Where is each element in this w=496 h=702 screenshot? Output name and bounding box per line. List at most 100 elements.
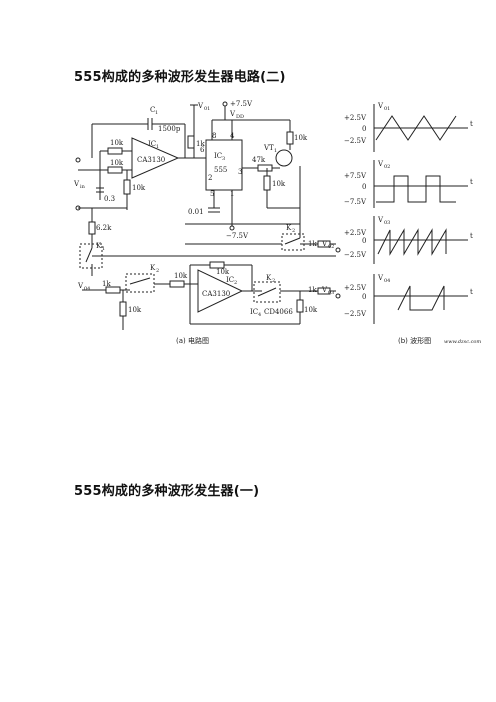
r-label: 10k — [132, 184, 146, 192]
panel-bot: −2.5V — [344, 137, 367, 145]
k2-sub: 2 — [272, 278, 275, 284]
r-label: 1k — [308, 286, 317, 294]
k1-label: K — [96, 242, 102, 250]
r-label: 10k — [304, 306, 318, 314]
panel-bot: −7.5V — [344, 198, 367, 206]
ic2-label: IC — [226, 276, 234, 284]
r-label: 47k — [252, 156, 266, 164]
panel-bot: −2.5V — [344, 310, 367, 318]
r-label: 6.2k — [96, 224, 112, 232]
panel-mid: 0 — [362, 183, 366, 191]
pin-label: 8 — [212, 132, 216, 140]
vt1-label: VT — [263, 144, 274, 152]
ic1-label: IC — [148, 140, 156, 148]
waveform-caption: (b) 波形图 — [398, 336, 431, 345]
circuit-labels: C 1 1500p IC 1 CA3130 10k 10k 10k 0.3 V … — [73, 100, 334, 345]
v04-ramp-wave — [397, 285, 445, 311]
v01-sub: 01 — [204, 106, 210, 112]
vdd-sub: DD — [236, 114, 244, 120]
c1-value: 1500p — [158, 125, 181, 133]
r-label: 10k — [272, 180, 286, 188]
panel-bot: −2.5V — [344, 251, 367, 259]
time-axis-label: t — [470, 288, 473, 296]
minus-supply-label: −7.5V — [226, 232, 249, 240]
time-axis-label: t — [470, 178, 473, 186]
panel-top: +2.5V — [344, 229, 367, 237]
ic2-opamp — [197, 269, 244, 313]
ic3-sub: 3 — [222, 156, 225, 162]
vt1-sub: 1 — [274, 148, 277, 154]
k2-sub: 2 — [156, 268, 159, 274]
panel-top: +7.5V — [344, 172, 367, 180]
k1-sub: 1 — [102, 246, 105, 252]
panel-name: V — [377, 274, 384, 282]
ic1-part: CA3130 — [137, 156, 165, 164]
waveform-labels: V 01 +2.5V 0 −2.5V V 02 +7.5V 0 −7.5V V … — [344, 102, 481, 345]
ic2-part: CA3130 — [202, 290, 230, 298]
v01-triangle-wave — [375, 115, 457, 141]
v02-square-wave — [376, 175, 456, 203]
r-label: 10k — [174, 272, 188, 280]
panel-name: V — [377, 102, 384, 110]
v01-label: V — [197, 102, 204, 110]
ic2-sub: 2 — [234, 280, 237, 286]
watermark: www.dzsc.com — [444, 339, 481, 345]
panel-top: +2.5V — [344, 284, 367, 292]
pin-label: 3 — [238, 168, 242, 176]
panel-sub: 01 — [384, 106, 390, 112]
vt1-transistor — [275, 149, 293, 167]
plus-supply-label: +7.5V — [230, 100, 253, 108]
cap-label: 0.3 — [104, 195, 115, 203]
cap-label: 0.01 — [188, 208, 204, 216]
time-axis-label: t — [470, 232, 473, 240]
document-heading-1: 555构成的多种波形发生器电路(二) — [74, 70, 286, 85]
ic3-label: IC — [214, 152, 222, 160]
k2-label: K — [266, 274, 272, 282]
pin-label: 5 — [210, 190, 214, 198]
panel-mid: 0 — [362, 125, 366, 133]
r-label: 1k — [308, 240, 317, 248]
panel-name: V — [377, 216, 384, 224]
v02-sub: 02 — [328, 244, 334, 250]
pin-label: 6 — [200, 146, 205, 154]
document-heading-2: 555构成的多种波形发生器(一) — [74, 484, 260, 499]
ic1-sub: 1 — [156, 144, 159, 150]
waveform-panels — [373, 104, 468, 324]
circuit-caption: (a) 电路图 — [176, 336, 209, 345]
ic4-sub: 4 — [258, 312, 261, 318]
r-label: 10k — [216, 268, 230, 276]
ic4-part: CD4066 — [264, 308, 293, 316]
panel-sub: 03 — [384, 220, 390, 226]
panel-mid: 0 — [362, 293, 366, 301]
v04-label: V — [77, 282, 84, 290]
ic4-label: IC — [250, 308, 258, 316]
vin-label: V — [73, 180, 80, 188]
v02-label: V — [321, 240, 328, 248]
r-label: 1k — [102, 280, 111, 288]
v03-sub: 03 — [328, 290, 334, 296]
panel-top: +2.5V — [344, 114, 367, 122]
k2-label: K — [286, 224, 292, 232]
v04-sub: 04 — [84, 286, 90, 292]
ic3-555-block — [205, 139, 243, 191]
pin-label: 2 — [208, 174, 212, 182]
circuit-diagram — [75, 101, 341, 330]
time-axis-label: t — [470, 120, 473, 128]
panel-mid: 0 — [362, 237, 366, 245]
panel-sub: 02 — [384, 164, 390, 170]
r-label: 10k — [128, 306, 142, 314]
c1-sub: 1 — [155, 110, 158, 116]
r-label: 10k — [110, 139, 124, 147]
c1-label: C — [150, 106, 155, 114]
k2-sub: 2 — [292, 228, 295, 234]
r-label: 10k — [110, 159, 124, 167]
r-label: 1k — [196, 140, 205, 148]
v03-label: V — [321, 286, 328, 294]
pin-label: 4 — [230, 132, 235, 140]
r-label: 10k — [294, 134, 308, 142]
vin-sub: in — [80, 184, 86, 190]
ic3-part: 555 — [214, 166, 227, 174]
ic1-opamp — [131, 137, 180, 179]
v03-sawtooth-wave — [377, 228, 447, 256]
